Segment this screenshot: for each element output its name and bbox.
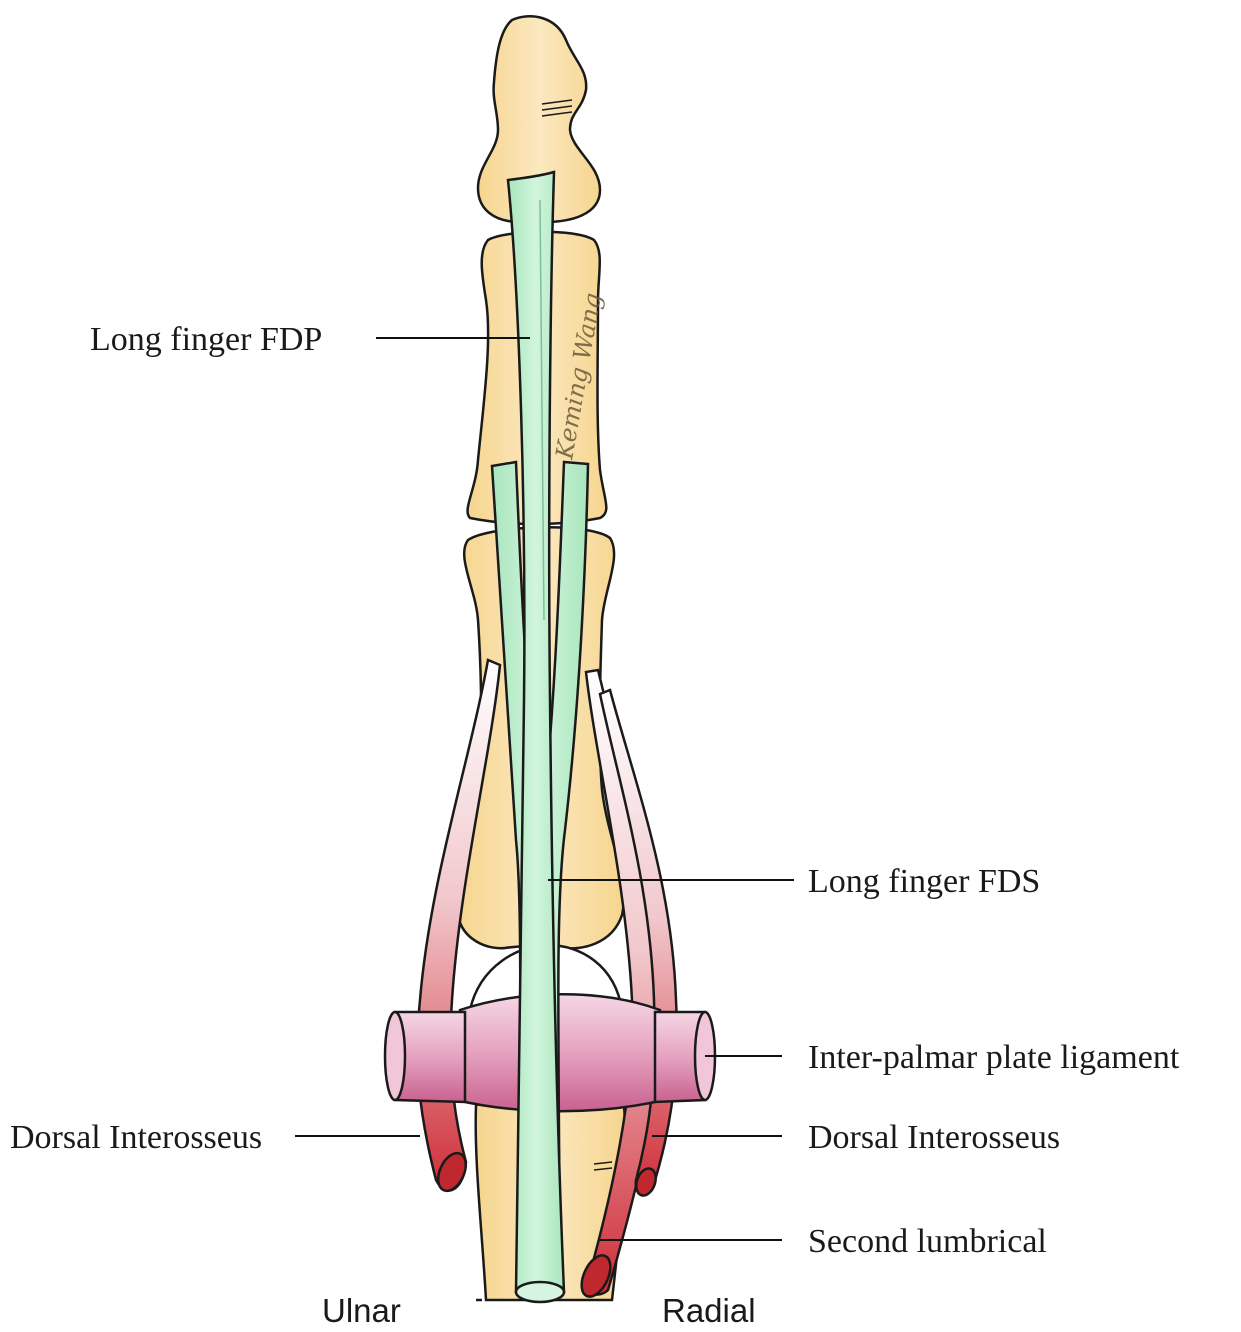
ligament-central-band: [456, 994, 664, 1111]
label-radial: Radial: [662, 1292, 756, 1329]
label-fds: Long finger FDS: [808, 863, 1040, 900]
label-dorsal-interosseus-right: Dorsal Interosseus: [808, 1119, 1060, 1156]
label-dorsal-interosseus-left: Dorsal Interosseus: [10, 1119, 262, 1156]
label-ulnar: Ulnar: [322, 1292, 401, 1329]
label-inter-palmar-plate-ligament: Inter-palmar plate ligament: [808, 1039, 1180, 1076]
label-second-lumbrical: Second lumbrical: [808, 1223, 1047, 1260]
ligament-left-cuff-end: [385, 1012, 405, 1100]
label-fdp: Long finger FDP: [90, 321, 322, 358]
fdp-tendon-end: [516, 1282, 564, 1302]
